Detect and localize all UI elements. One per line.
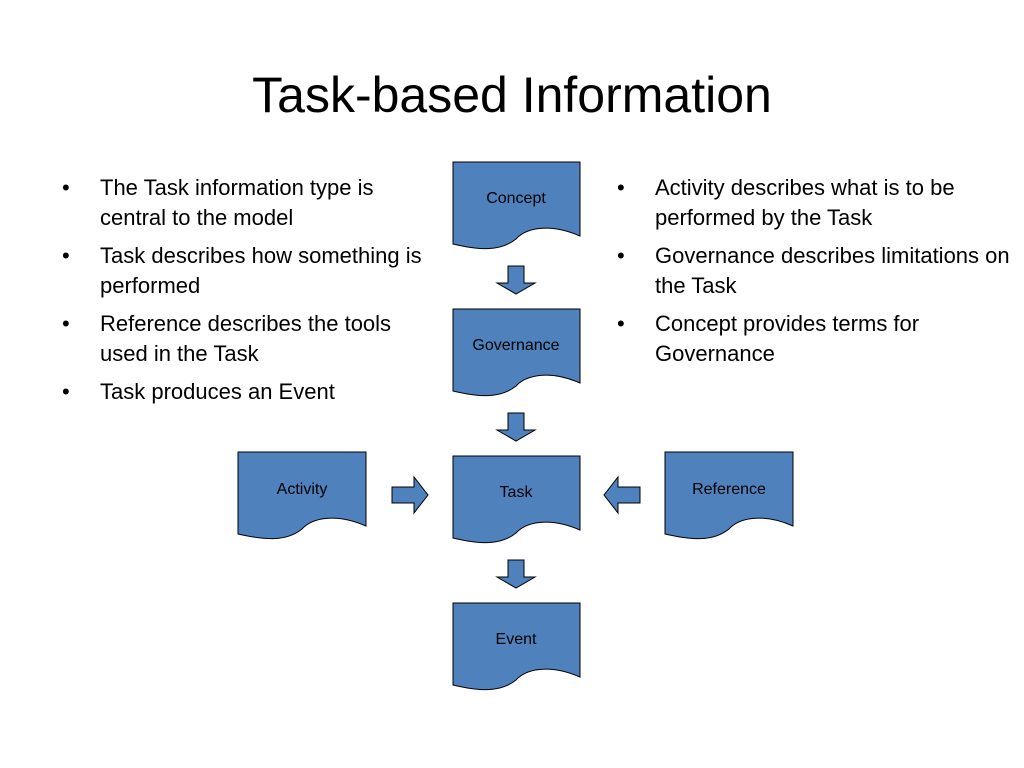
bullet-item: The Task information type is central to … (60, 173, 440, 233)
arrow-left-icon (603, 475, 641, 515)
node-task: Task (452, 455, 581, 544)
bullet-item: Task describes how something is performe… (60, 241, 440, 301)
node-event: Event (452, 602, 581, 691)
arrow-right-icon (391, 475, 429, 515)
right-bullet-list: Activity describes what is to be perform… (615, 173, 1015, 377)
bullet-item: Governance describes limitations on the … (615, 241, 1015, 301)
node-concept: Concept (452, 161, 581, 250)
node-concept-label: Concept (486, 190, 546, 207)
bullet-item: Concept provides terms for Governance (615, 309, 1015, 369)
node-reference: Reference (664, 451, 794, 540)
node-governance: Governance (452, 308, 581, 397)
bullet-item: Reference describes the tools used in th… (60, 309, 440, 369)
node-activity-label: Activity (277, 481, 328, 498)
node-governance-label: Governance (472, 337, 559, 354)
node-reference-label: Reference (692, 481, 766, 498)
arrow-down-icon (495, 559, 537, 589)
node-activity: Activity (237, 451, 367, 540)
arrow-down-icon (495, 412, 537, 442)
arrow-down-icon (495, 265, 537, 295)
slide-title: Task-based Information (252, 67, 772, 123)
node-task-label: Task (500, 484, 534, 501)
bullet-item: Task produces an Event (60, 377, 440, 407)
node-event-label: Event (496, 631, 537, 648)
left-bullet-list: The Task information type is central to … (60, 173, 440, 415)
bullet-item: Activity describes what is to be perform… (615, 173, 1015, 233)
